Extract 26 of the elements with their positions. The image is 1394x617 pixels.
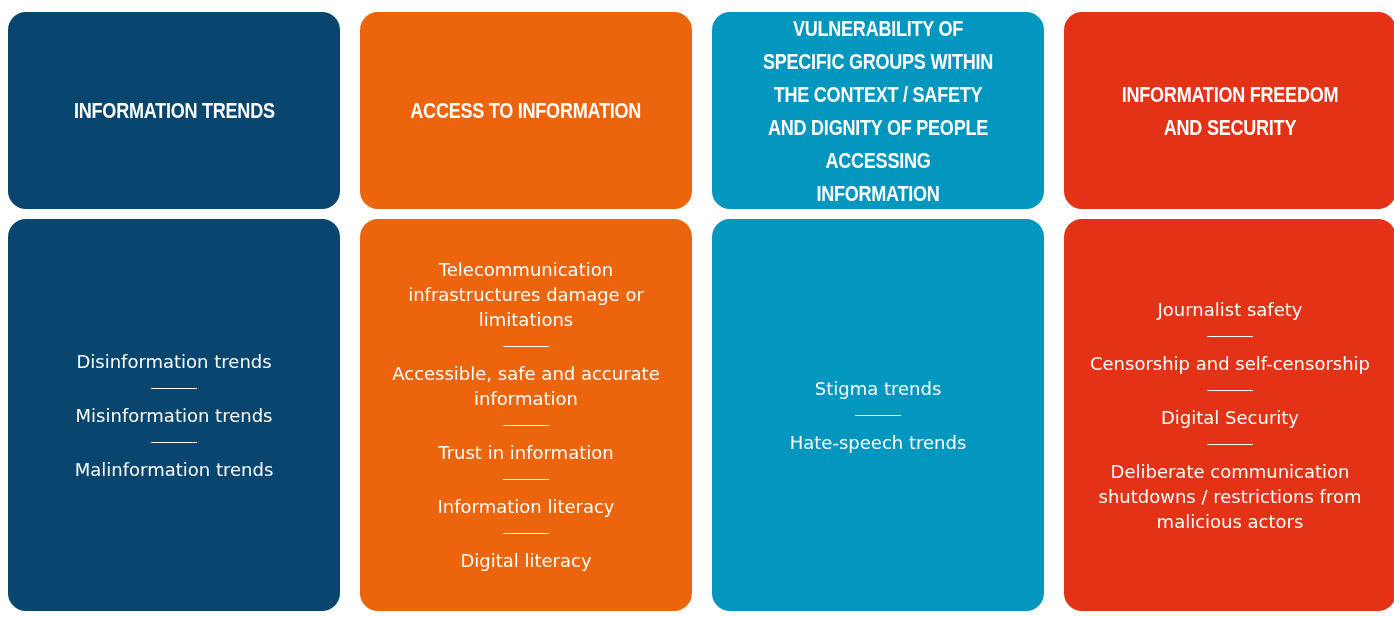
topic-text: Stigma trends [814, 376, 942, 401]
topic-text: Malinformation trends [74, 457, 274, 482]
topic-text: Information literacy [437, 495, 615, 519]
topic-list-card [360, 219, 692, 611]
category-heading: VULNERABILITY OF SPECIFIC GROUPS WITHIN THE CONTEXT / SAFETY AND DIGNITY OF PEOPLE ACCESSING INFORMATION [761, 14, 995, 208]
topic-text: Censorship and self-censorship [1089, 351, 1370, 376]
topic-text: Accessible, safe and accurate information [391, 362, 661, 411]
category-heading: ACCESS TO INFORMATION [410, 97, 642, 125]
topic-text: Hate-speech trends [789, 430, 967, 455]
topic-text: Digital Security [1161, 405, 1299, 430]
topic-list-card [8, 219, 340, 611]
topic-text: Deliberate communication shutdowns / restrictions from malicious actors [1097, 459, 1363, 534]
category-header-card [8, 12, 340, 209]
topic-text: Misinformation trends [75, 403, 273, 428]
topic-text: Telecommunication infrastructures damage or limitations [407, 258, 645, 332]
category-heading: INFORMATION FREEDOM AND SECURITY [1120, 80, 1340, 142]
topic-text: Disinformation trends [76, 349, 272, 374]
topic-text: Trust in information [438, 441, 614, 465]
category-header-card [712, 12, 1044, 209]
category-heading: INFORMATION TRENDS [73, 97, 275, 125]
topic-list-card [1064, 219, 1394, 611]
topic-text: Digital literacy [460, 549, 592, 573]
category-header-card [1064, 12, 1394, 209]
topic-list-card [712, 219, 1044, 611]
topic-text: Journalist safety [1157, 297, 1303, 322]
category-header-card [360, 12, 692, 209]
